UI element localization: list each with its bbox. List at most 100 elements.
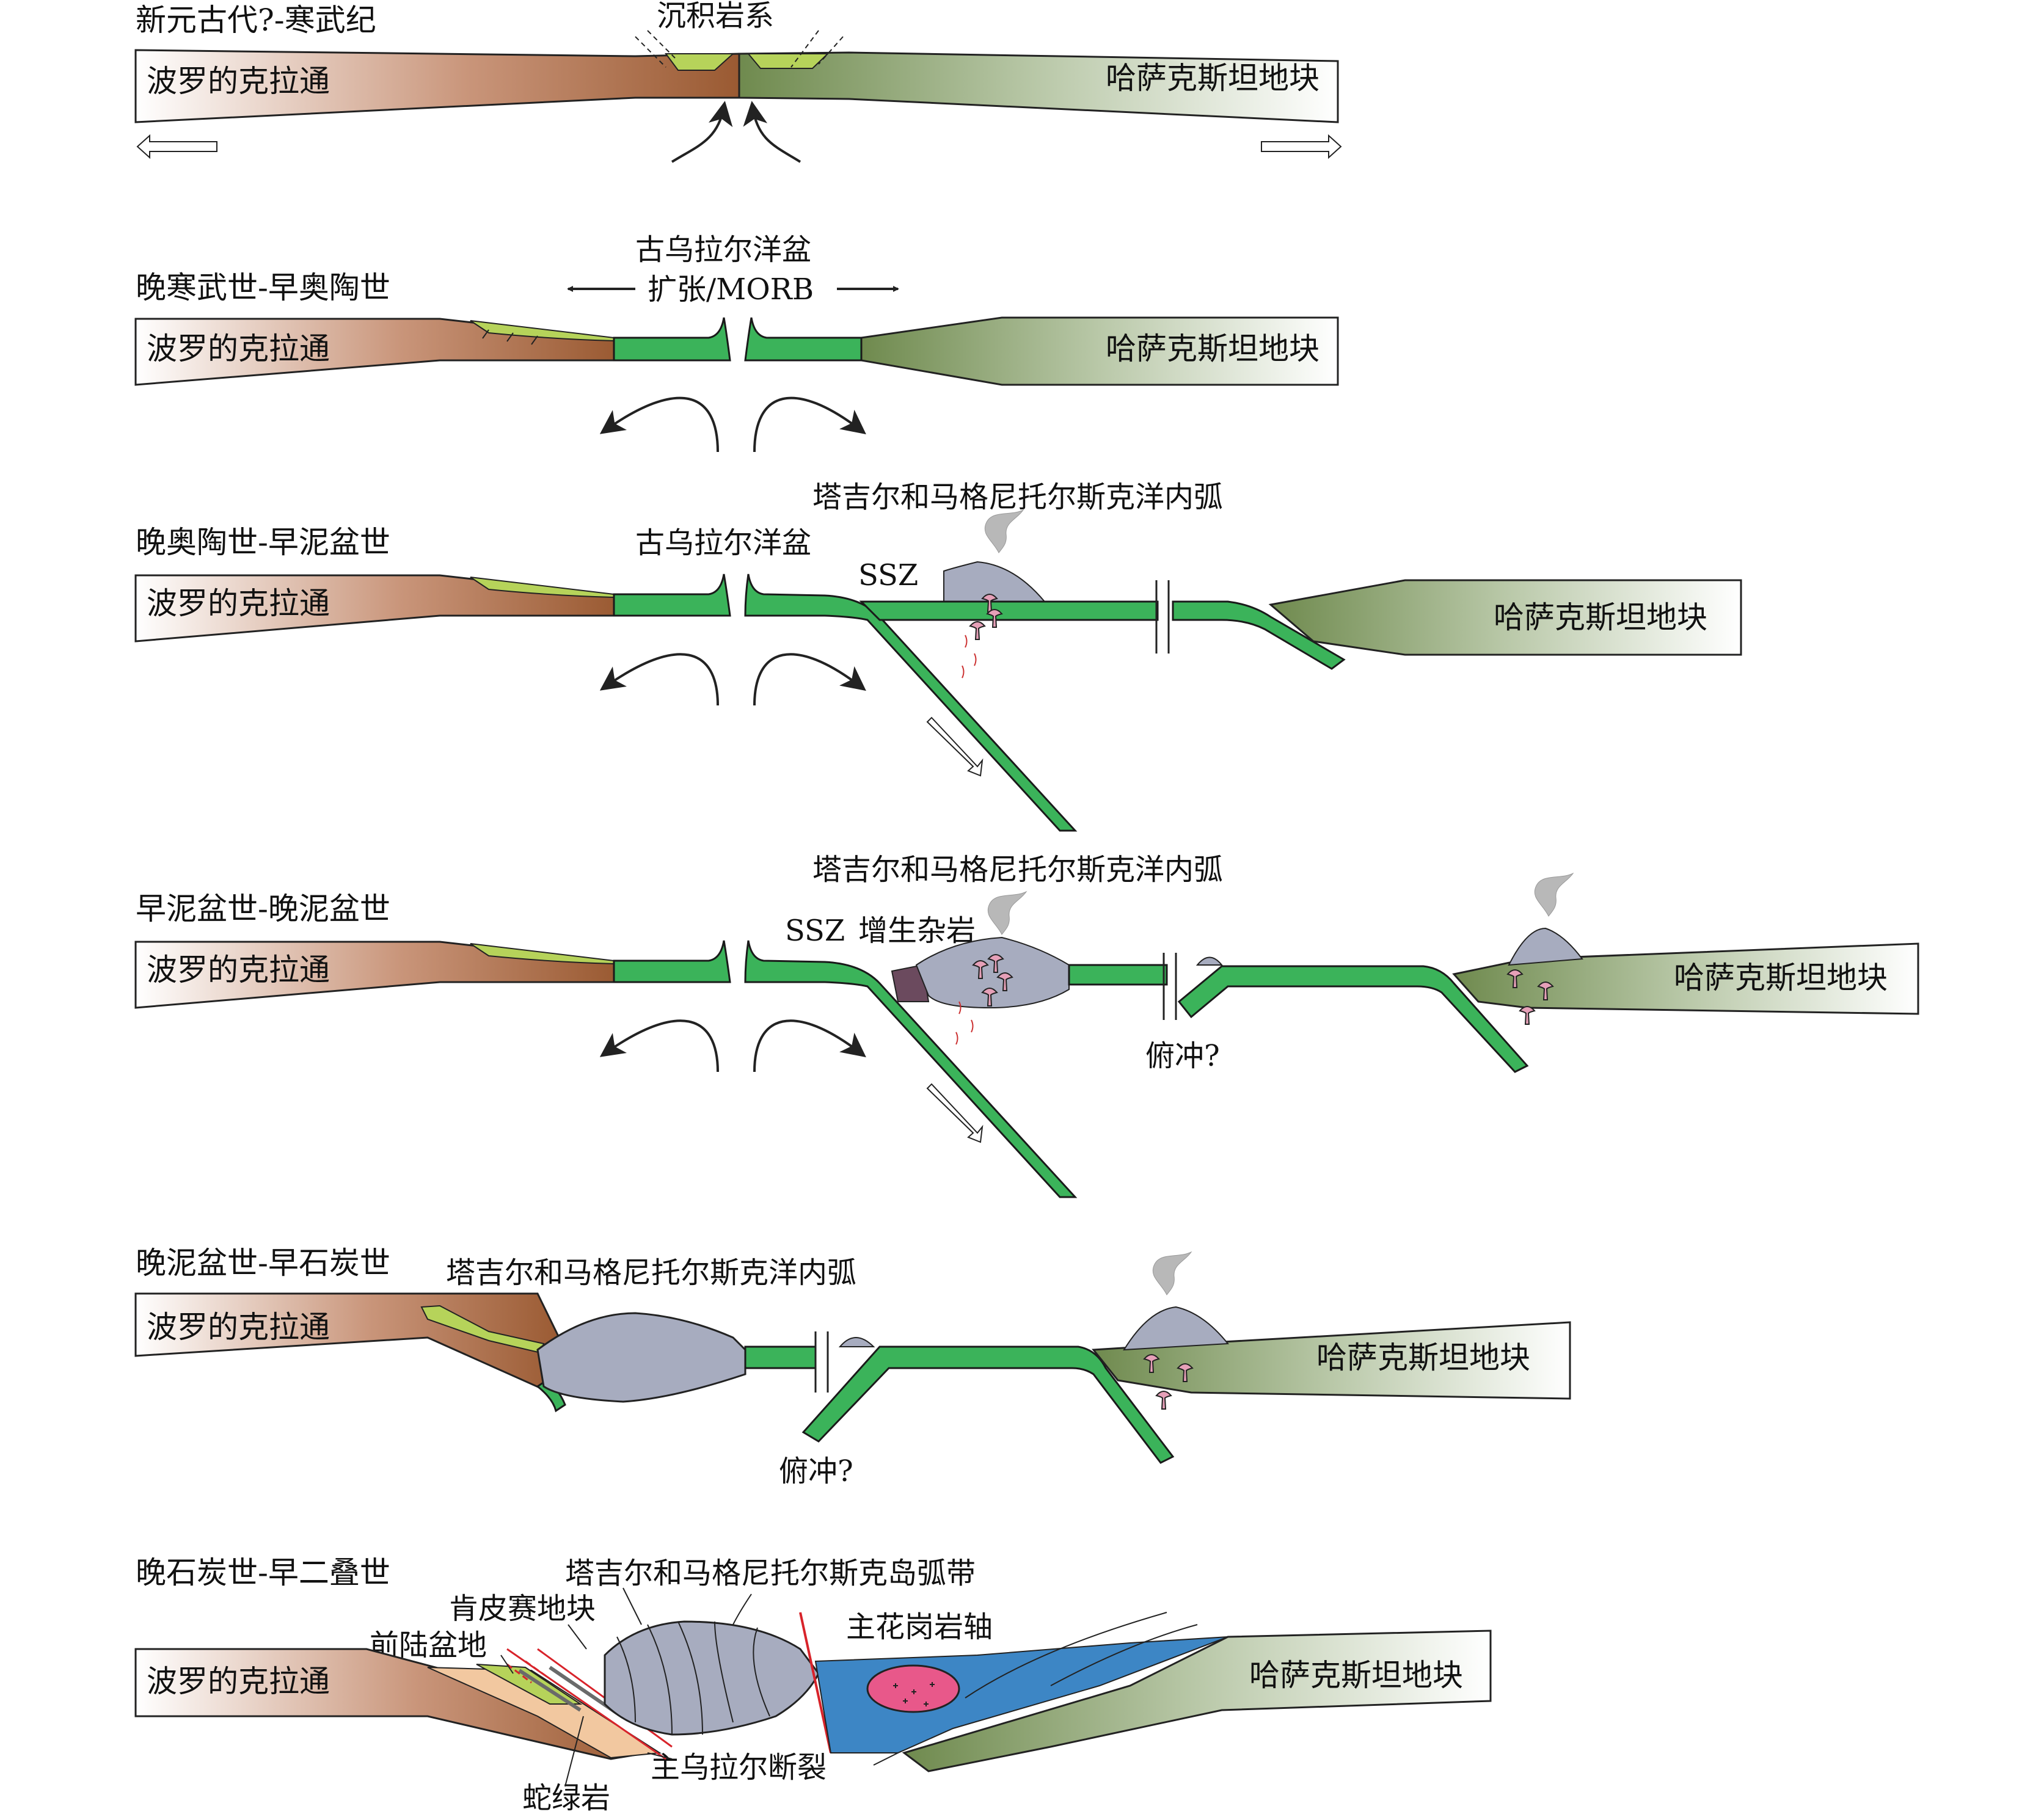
volcanic-plume (1534, 873, 1574, 917)
stage-5-title: 晚泥盆世-早石炭世 (136, 1245, 390, 1281)
oceanic-plate (1172, 600, 1346, 670)
stage-4-title: 早泥盆世-晚泥盆世 (136, 891, 390, 927)
oceanic-crust (744, 317, 863, 362)
melange-label: 增生杂岩 (858, 914, 976, 948)
subduction-label: 俯冲? (779, 1454, 853, 1488)
main-granite-axis (866, 1664, 960, 1713)
break-symbol (1155, 580, 1170, 654)
sediment-label: 沉积岩系 (657, 0, 774, 33)
shelf-faults (482, 329, 538, 345)
stage-3-title: 晚奥陶世-早泥盆世 (136, 525, 390, 560)
stage-2-title: 晚寒武世-早奥陶世 (136, 270, 390, 305)
stage-1: 新元古代?-寒武纪 沉积岩系 波罗的克拉通 哈萨克斯坦地块 (134, 0, 1342, 163)
right-block-label: 哈萨克斯坦地块 (1106, 331, 1319, 366)
intra-oceanic-arc (943, 561, 1046, 602)
small-volcano (1195, 956, 1224, 966)
extension-arrow-right (1261, 134, 1342, 159)
kempirsai-label: 肯皮赛地块 (449, 1592, 596, 1626)
oceanic-crust (613, 317, 731, 362)
arc-label: 塔吉尔和马格尼托尔斯克洋内弧 (812, 480, 1223, 514)
convection-arrow-right (753, 396, 866, 453)
oceanic-plate (859, 600, 1159, 621)
oceanic-crust (613, 940, 731, 983)
shelf-sediment (470, 320, 615, 342)
right-block-label: 哈萨克斯坦地块 (1494, 600, 1707, 635)
ocean-label: 古乌拉尔洋盆 (635, 233, 811, 267)
stage-3: 晚奥陶世-早泥盆世 塔吉尔和马格尼托尔斯克洋内弧 古乌拉尔洋盆 SSZ 波罗的克… (134, 480, 1742, 832)
volcanic-plume (984, 509, 1024, 553)
oceanic-plate (1068, 964, 1168, 986)
shelf-sediment (470, 943, 615, 965)
oceanic-plate (744, 1345, 817, 1369)
right-block-label: 哈萨克斯坦地块 (1316, 1340, 1530, 1375)
left-block-label: 波罗的克拉通 (147, 1309, 330, 1345)
fault-dashes (635, 30, 844, 68)
right-block-label: 哈萨克斯坦地块 (1674, 960, 1888, 996)
melt-trails (955, 1001, 974, 1045)
right-block-label: 哈萨克斯坦地块 (1106, 60, 1319, 96)
arc-belt (604, 1620, 820, 1736)
arc-foliation (616, 1621, 770, 1735)
subducting-plate (1177, 965, 1529, 1073)
upwelling-arrow (671, 101, 733, 163)
contact-line (873, 1752, 899, 1766)
subducting-plate (801, 1345, 1175, 1464)
magma-intrusion (1156, 1391, 1172, 1410)
arc-label: 塔吉尔和马格尼托尔斯克洋内弧 (446, 1256, 856, 1290)
convection-arrow-right (753, 653, 866, 706)
thrust-dashes (506, 1660, 547, 1684)
leader-lines (622, 1587, 752, 1625)
arc-belt-label: 塔吉尔和马格尼托尔斯克岛弧带 (565, 1556, 976, 1590)
stage-5: 晚泥盆世-早石炭世 塔吉尔和马格尼托尔斯克洋内弧 俯冲? 波罗的克拉通 哈萨克斯… (134, 1245, 1571, 1488)
break-symbol (814, 1331, 829, 1393)
accretionary-complex (915, 936, 1070, 1009)
left-block-label: 波罗的克拉通 (147, 952, 330, 988)
main-fault-label: 主乌拉尔断裂 (651, 1750, 827, 1785)
stage-6-title: 晚石炭世-早二叠世 (136, 1555, 390, 1590)
magma-intrusion (969, 621, 985, 640)
subducting-slab (744, 940, 1078, 1198)
left-block-label: 波罗的克拉通 (147, 586, 330, 621)
left-block-label: 波罗的克拉通 (147, 331, 330, 366)
label-leaders (500, 1624, 673, 1787)
stage-6: 晚石炭世-早二叠世 塔吉尔和马格尼托尔斯克岛弧带 肯皮赛地块 前陆盆地 主花岗岩… (134, 1555, 1492, 1815)
spreading-label: 扩张/MORB (648, 272, 814, 307)
ssz-label: SSZ (785, 914, 845, 948)
right-block-label: 哈萨克斯坦地块 (1249, 1658, 1463, 1693)
convection-arrow-left (599, 653, 719, 706)
oceanic-crust (613, 574, 731, 617)
volcanic-plume (1152, 1251, 1192, 1295)
convection-arrow-right (753, 1019, 866, 1072)
accreted-arc (536, 1312, 746, 1403)
stage-4: 早泥盆世-晚泥盆世 塔吉尔和马格尼托尔斯克洋内弧 SSZ 增生杂岩 俯冲? 波罗… (134, 853, 1919, 1198)
subduction-label: 俯冲? (1145, 1039, 1220, 1073)
subduction-direction-arrow (926, 716, 984, 777)
melt-trails (962, 635, 977, 679)
volcanic-plume (987, 891, 1027, 935)
left-block-label: 波罗的克拉通 (147, 1664, 330, 1699)
magma-intrusion (1519, 1006, 1535, 1025)
granite-crosses (893, 1682, 935, 1706)
subducting-slab (744, 574, 1078, 832)
convection-arrow-left (599, 396, 719, 453)
convection-arrow-left (599, 1019, 719, 1072)
kazakh-block (1268, 579, 1742, 656)
stage-1-title: 新元古代?-寒武纪 (136, 2, 376, 38)
extension-arrow-left (136, 134, 217, 159)
break-symbol (1163, 953, 1177, 1020)
granite-axis-label: 主花岗岩轴 (846, 1610, 993, 1644)
arc-label: 塔吉尔和马格尼托尔斯克洋内弧 (812, 853, 1223, 887)
continental-arc-volcano (1123, 1306, 1229, 1351)
kazakh-block (902, 1629, 1492, 1772)
small-volcano (838, 1337, 875, 1347)
kazakh-block (738, 51, 1339, 123)
stage-2: 晚寒武世-早奥陶世 古乌拉尔洋盆 扩张/MORB 波罗的克拉通 哈萨克斯坦地块 (134, 233, 1339, 453)
ssz-label: SSZ (858, 558, 918, 592)
upwelling-arrow (743, 101, 801, 163)
subduction-direction-arrow (926, 1083, 984, 1143)
left-block-label: 波罗的克拉通 (147, 64, 330, 99)
main-uralian-fault (799, 1612, 832, 1753)
basin-structure-lines (965, 1612, 1198, 1699)
sediment-basin (665, 53, 735, 71)
